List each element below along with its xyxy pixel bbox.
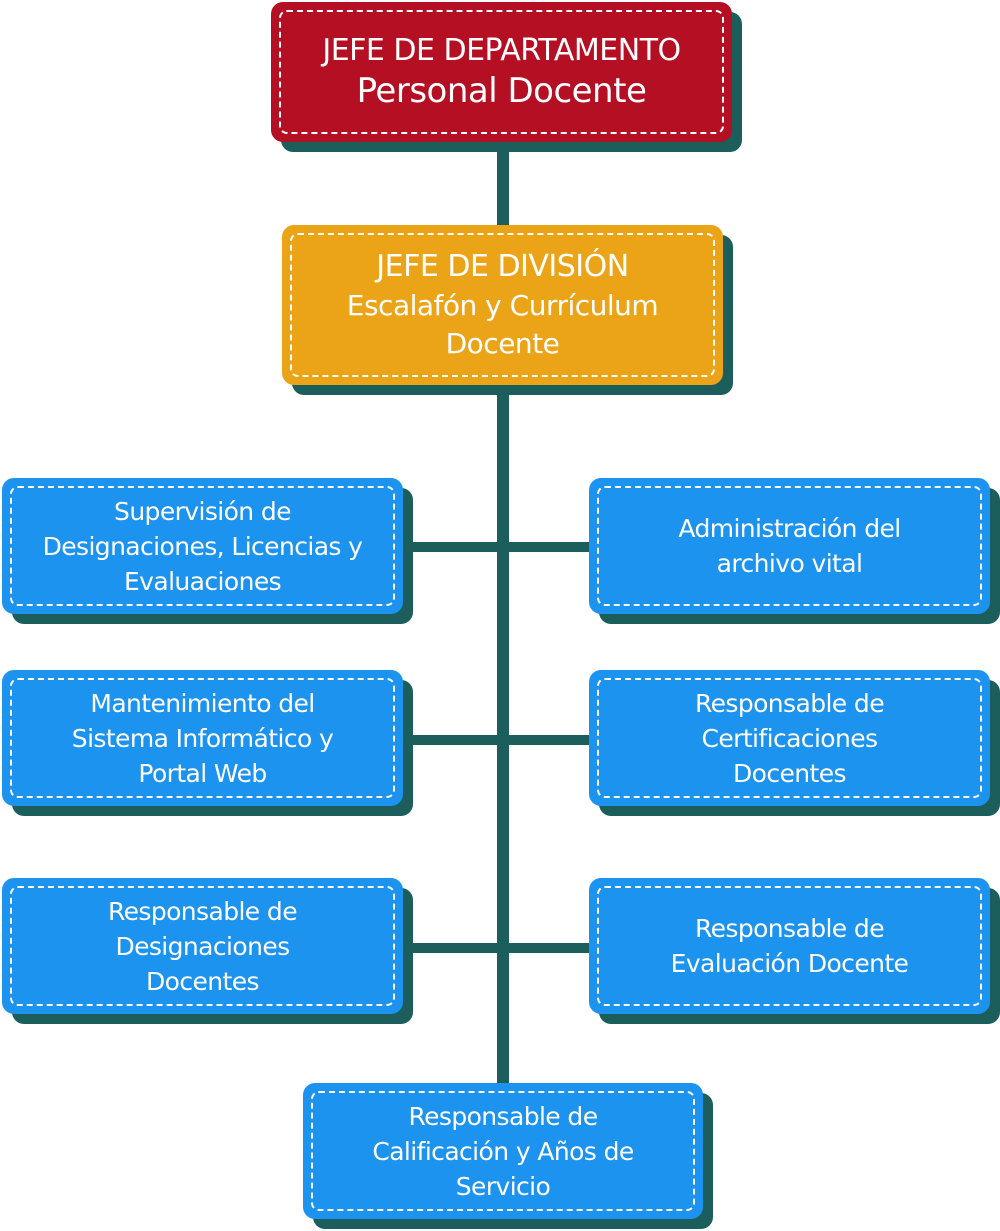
division-title: JEFE DE DIVISIÓN: [376, 249, 629, 284]
unit-label: Responsable de Certificaciones Docentes: [694, 688, 885, 788]
unit-certificaciones: Responsable de Certificaciones Docentes: [589, 670, 990, 806]
unit-calificacion: Responsable de Calificación y Años de Se…: [303, 1083, 703, 1219]
unit-archivo: Administración del archivo vital: [589, 478, 990, 614]
head-title: JEFE DE DEPARTAMENTO: [322, 33, 681, 68]
unit-label: Supervisión de Designaciones, Licencias …: [42, 496, 363, 596]
division-node: JEFE DE DIVISIÓN Escalafón y Currículum …: [282, 225, 723, 385]
connector-row-2: [400, 735, 592, 745]
unit-label: Responsable de Calificación y Años de Se…: [372, 1101, 634, 1201]
division-subtitle: Escalafón y Currículum Docente: [346, 289, 659, 360]
unit-label: Mantenimiento del Sistema Informático y …: [71, 688, 334, 788]
head-subtitle: Personal Docente: [356, 71, 647, 111]
unit-label: Responsable de Designaciones Docentes: [107, 896, 298, 996]
unit-designaciones: Responsable de Designaciones Docentes: [2, 878, 403, 1014]
head-node: JEFE DE DEPARTAMENTO Personal Docente: [271, 2, 732, 142]
unit-label: Administración del archivo vital: [678, 514, 901, 578]
connector-row-1: [400, 542, 592, 552]
unit-supervision: Supervisión de Designaciones, Licencias …: [2, 478, 403, 614]
unit-evaluacion: Responsable de Evaluación Docente: [589, 878, 990, 1014]
unit-sistema: Mantenimiento del Sistema Informático y …: [2, 670, 403, 806]
connector-row-3: [400, 943, 592, 953]
unit-label: Responsable de Evaluación Docente: [670, 914, 909, 978]
